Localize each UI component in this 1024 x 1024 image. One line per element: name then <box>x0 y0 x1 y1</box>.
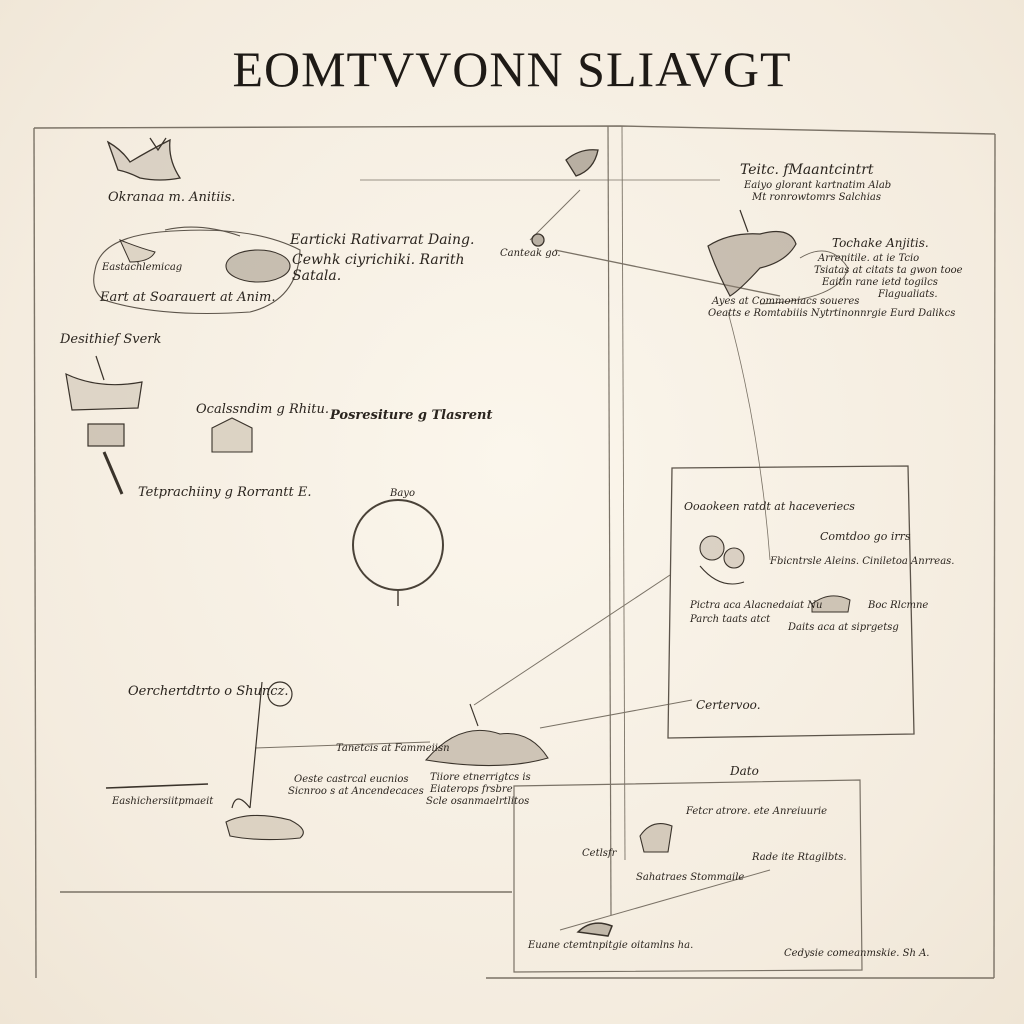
cauldron-sketch <box>531 149 599 247</box>
oval-cluster <box>93 226 301 315</box>
label-cluster-a1: Earticki Rativarrat Daing. <box>290 232 475 248</box>
connector-curve <box>727 311 771 561</box>
label-building: Ocalssndim g Rhitu. <box>196 402 330 417</box>
label-cluster-a3: Satala. <box>292 268 342 284</box>
crate-sketch <box>87 423 125 495</box>
label-panel-foot: Daits aca at siprgetsg <box>788 622 899 633</box>
shelter-sketch <box>65 355 143 411</box>
label-beast-head: Tochake Anjitis. <box>832 236 929 250</box>
connector-rod <box>559 869 771 931</box>
beast-sketch <box>707 209 797 297</box>
label-beast-base1: Ayes at Commoniacs soueres <box>712 296 860 307</box>
label-br-note4: Sahatraes Stommaile <box>636 872 745 883</box>
label-left-side: Desithief Sverk <box>60 332 162 347</box>
vertical-divider <box>607 125 612 916</box>
label-beast-note4: Flagualiats. <box>878 289 938 300</box>
label-cluster-a2: Cewhk ciyrichiki. Rarith <box>292 252 465 268</box>
label-br-note2: Cetlsfr <box>582 848 617 859</box>
label-beast-note1: Arrenitile. at ie Tcio <box>818 253 920 264</box>
right-panel-box <box>667 465 915 739</box>
cherub-sketch <box>699 535 745 585</box>
label-beast-note3: Eaitin rane ietd togilcs <box>822 277 938 288</box>
outer-frame-right <box>993 133 996 979</box>
outer-frame-left <box>33 127 37 979</box>
vertical-divider-2 <box>621 125 626 861</box>
boar-sketch <box>225 249 291 283</box>
lamp-post-sketch <box>231 681 293 809</box>
label-panel-note4: Parch taats atct <box>690 614 771 625</box>
building-sketch <box>211 417 253 453</box>
label-dato: Dato <box>730 764 759 778</box>
connector-diag-small <box>529 189 581 241</box>
label-beast-note2: Tsiatas at citats ta gwon tooe <box>814 265 963 276</box>
label-top-right-head: Teitc. fMaantcintrt <box>740 162 874 178</box>
label-br-foot-right: Cedysie comeanmskie. Sh A. <box>784 948 930 959</box>
label-cantervoo: Certervoo. <box>696 698 761 712</box>
label-lower-note3: Sicnroo s at Ancendecaces <box>288 786 424 797</box>
label-mid-head: Posresiture g Tlasrent <box>330 408 493 423</box>
outer-frame-top <box>33 125 996 135</box>
goat-sketch <box>225 814 304 841</box>
label-left-bottom: Tetprachiiny g Rorrantt E. <box>138 485 312 500</box>
label-panel-note1: Fbicntrsle Aleins. Ciniletoa Anrreas. <box>770 556 955 567</box>
label-br-foot-left: Euane ctemtnpitgie oitamlns ha. <box>528 940 694 951</box>
label-top-left-caption: Okranaa m. Anitiis. <box>108 190 236 205</box>
connector-cauldron <box>254 741 431 749</box>
spear-sketch <box>105 783 209 789</box>
label-lower-left-head: Oerchertdtrto o Shuncz. <box>128 684 289 699</box>
label-lower-note5: Eiaterops frsbre <box>430 784 513 795</box>
label-oval-small: Eastachlemicag <box>102 262 183 273</box>
label-rod-caption: Eashichersiitpmaeit <box>112 796 214 807</box>
label-panel-head: Ooaokeen ratdt at haceveriecs <box>684 500 855 513</box>
label-lower-note6: Scle osanmaelrtlitos <box>426 796 530 807</box>
helmet-sketch <box>639 823 673 853</box>
connector-cantervoo <box>539 699 693 729</box>
dragon-sketch <box>106 137 182 181</box>
beast-swirl <box>759 250 849 305</box>
label-br-note1: Fetcr atrore. ete Anreiuurie <box>686 806 828 817</box>
label-cauldron: Canteak go. <box>500 248 561 259</box>
label-br-note3: Rade ite Rtagilbts. <box>752 852 847 863</box>
small-creature-sketch <box>119 239 156 263</box>
connector-panel <box>473 574 671 706</box>
label-panel-sub: Comtdoo go irrs <box>820 530 911 543</box>
label-lower-note2: Oeste castrcal eucnios <box>294 774 409 785</box>
label-beast-base2: Oeatts e Romtabiiis Nytrtinonnrgie Eurd … <box>708 308 956 319</box>
lower-right-box <box>513 779 863 973</box>
connector-eye <box>554 249 781 297</box>
label-lower-note1: Tanetcis at Fammeiisn <box>336 743 450 754</box>
label-top-right-sub1: Eaiyo glorant kartnatim Alab <box>744 180 892 191</box>
page-title: EOMTVVONN SLIAVGT <box>232 41 792 97</box>
label-circle-top: Bayo <box>390 488 415 499</box>
label-panel-note2: Pictra aca Alacnedaiat Nu <box>690 600 823 611</box>
label-lower-note4: Tiiore etnerrigtcs is <box>430 772 531 783</box>
label-panel-note3: Boc Rlcmne <box>868 600 929 611</box>
panel-cart-sketch <box>811 595 851 613</box>
blade-sketch <box>576 922 613 937</box>
central-ring <box>352 499 444 591</box>
label-oval-bottom: Eart at Soarauert at Anim. <box>100 290 276 305</box>
label-top-right-sub2: Mt ronrowtomrs Salchias <box>752 192 881 203</box>
nest-sketch <box>424 703 549 767</box>
